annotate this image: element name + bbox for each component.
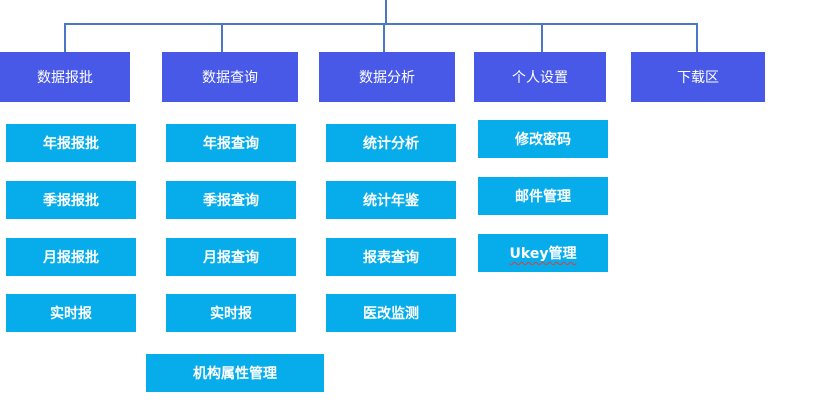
node-medical-reform-monitoring[interactable]: 医改监测 bbox=[326, 294, 456, 332]
node-annual-submit[interactable]: 年报报批 bbox=[6, 124, 136, 162]
node-realtime-submit[interactable]: 实时报 bbox=[6, 294, 136, 332]
node-data-query[interactable]: 数据查询 bbox=[162, 52, 298, 102]
node-statistical-yearbook[interactable]: 统计年鉴 bbox=[326, 181, 456, 219]
node-annual-query[interactable]: 年报查询 bbox=[166, 124, 296, 162]
node-realtime-query[interactable]: 实时报 bbox=[166, 294, 296, 332]
connector-branch-2 bbox=[221, 23, 223, 52]
node-change-password[interactable]: 修改密码 bbox=[478, 120, 608, 158]
connector-branch-4 bbox=[541, 23, 543, 52]
node-quarterly-query[interactable]: 季报查询 bbox=[166, 181, 296, 219]
connector-root-stem bbox=[385, 0, 387, 24]
connector-horizontal-bus bbox=[64, 23, 697, 25]
connector-branch-1 bbox=[64, 23, 66, 52]
node-data-submit[interactable]: 数据报批 bbox=[0, 52, 130, 102]
node-monthly-query[interactable]: 月报查询 bbox=[166, 238, 296, 276]
connector-branch-5 bbox=[696, 23, 698, 52]
node-personal-settings[interactable]: 个人设置 bbox=[474, 52, 606, 102]
node-mail-management[interactable]: 邮件管理 bbox=[478, 177, 608, 215]
node-download-area[interactable]: 下载区 bbox=[631, 52, 765, 102]
node-report-query[interactable]: 报表查询 bbox=[326, 238, 456, 276]
node-statistical-analysis[interactable]: 统计分析 bbox=[326, 124, 456, 162]
node-org-attribute-management[interactable]: 机构属性管理 bbox=[146, 354, 324, 392]
node-monthly-submit[interactable]: 月报报批 bbox=[6, 238, 136, 276]
node-quarterly-submit[interactable]: 季报报批 bbox=[6, 181, 136, 219]
connector-branch-3 bbox=[383, 23, 385, 52]
node-ukey-management[interactable]: Ukey管理 bbox=[478, 234, 608, 272]
node-data-analysis[interactable]: 数据分析 bbox=[319, 52, 455, 102]
